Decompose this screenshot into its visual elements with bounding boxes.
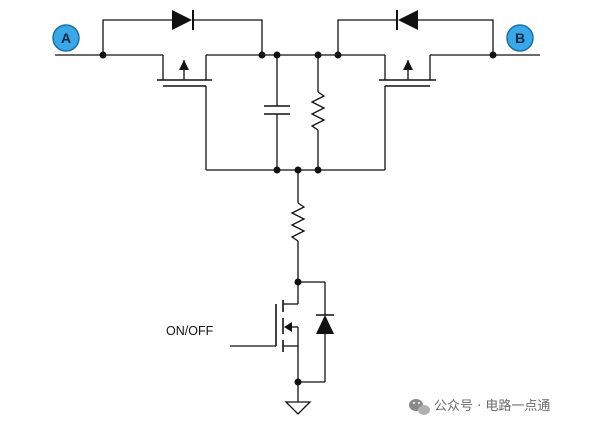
left-mosfet bbox=[157, 55, 212, 170]
left-body-diode bbox=[102, 10, 263, 55]
right-mosfet bbox=[379, 55, 436, 170]
zener-diode bbox=[298, 282, 334, 383]
gate-resistor bbox=[310, 55, 326, 170]
watermark-text: 公众号 · 电路一点通 bbox=[434, 398, 550, 414]
terminal-b-label: B bbox=[515, 30, 525, 46]
on-off-label: ON/OFF bbox=[166, 324, 214, 338]
gate-capacitor bbox=[264, 55, 290, 170]
terminal-a: A bbox=[52, 24, 80, 52]
series-resistor bbox=[290, 170, 306, 282]
terminal-a-label: A bbox=[61, 30, 71, 46]
right-body-diode bbox=[337, 10, 494, 55]
watermark: 公众号 · 电路一点通 bbox=[409, 398, 550, 415]
wechat-icon bbox=[409, 399, 430, 415]
junction-dots bbox=[99, 51, 497, 386]
driver-mosfet bbox=[230, 281, 325, 402]
terminal-b: B bbox=[506, 24, 534, 52]
ground-symbol bbox=[284, 401, 312, 415]
